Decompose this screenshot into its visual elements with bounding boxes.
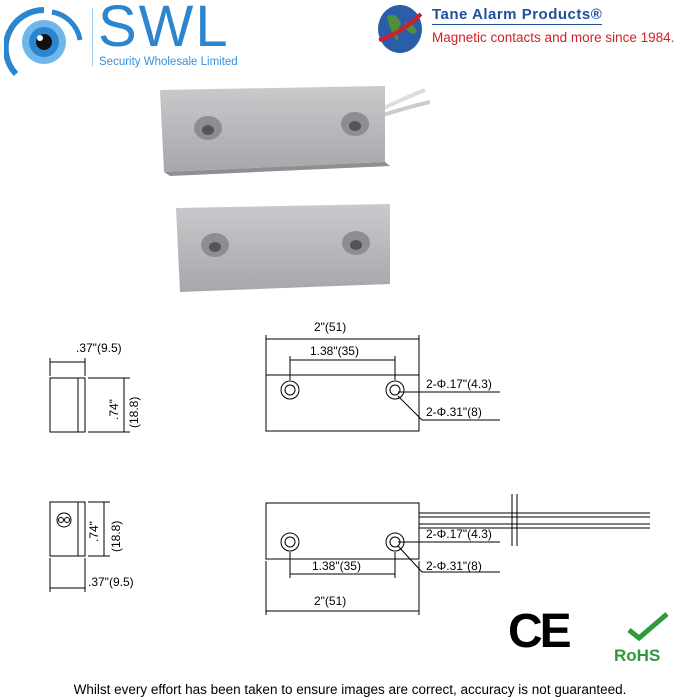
rohs-mark: RoHS [614, 646, 661, 665]
product-photo [160, 86, 430, 292]
bottom-side-view: .74" (18.8) .37"(9.5) [49, 501, 134, 592]
swl-eye-logo-icon [4, 6, 83, 77]
globe-icon [378, 5, 423, 53]
ce-mark: CE [508, 605, 572, 658]
bottom-height-mm-label: (18.8) [109, 521, 123, 552]
wires [379, 88, 430, 118]
logo-divider [92, 8, 93, 66]
top-hole-outer-label: 2-Φ.31"(8) [426, 405, 482, 419]
brand-subtitle: Security Wholesale Limited [99, 56, 238, 68]
bottom-hole-outer-label: 2-Φ.31"(8) [426, 559, 482, 573]
partner-tagline: Magnetic contacts and more since 1984. [432, 30, 675, 45]
bottom-height-in-label: .74" [87, 521, 101, 542]
top-width-label: .37"(9.5) [76, 341, 122, 355]
brand-name: SWL [98, 0, 230, 59]
bottom-front-view: 2-Φ.17"(4.3) 2-Φ.31"(8) 1.38"(35) 2"(51) [265, 494, 650, 615]
top-hole-inner-label: 2-Φ.17"(4.3) [426, 377, 492, 391]
partner-name: Tane Alarm Products® [432, 6, 603, 25]
bottom-length-label: 2"(51) [314, 594, 346, 608]
bottom-hole-spacing-label: 1.38"(35) [312, 559, 361, 573]
top-height-in-label: .74" [107, 399, 121, 420]
checkmark-icon [627, 612, 669, 642]
top-front-view: 2"(51) 1.38"(35) 2-Φ.17"(4.3) 2-Φ.31"(8) [265, 320, 500, 432]
top-height-mm-label: (18.8) [127, 397, 141, 428]
magnet-block [176, 204, 390, 292]
top-hole-spacing-label: 1.38"(35) [310, 344, 359, 358]
disclaimer: Whilst every effort has been taken to en… [73, 682, 627, 697]
top-side-view: .37"(9.5) .74" (18.8) [49, 341, 141, 433]
technical-drawing: .37"(9.5) .74" (18.8) 2"(51) 1.38"(35) 2… [49, 320, 650, 615]
bottom-hole-inner-label: 2-Φ.17"(4.3) [426, 527, 492, 541]
switch-block [160, 86, 390, 176]
bottom-width-label: .37"(9.5) [88, 575, 134, 589]
top-length-label: 2"(51) [314, 320, 346, 334]
